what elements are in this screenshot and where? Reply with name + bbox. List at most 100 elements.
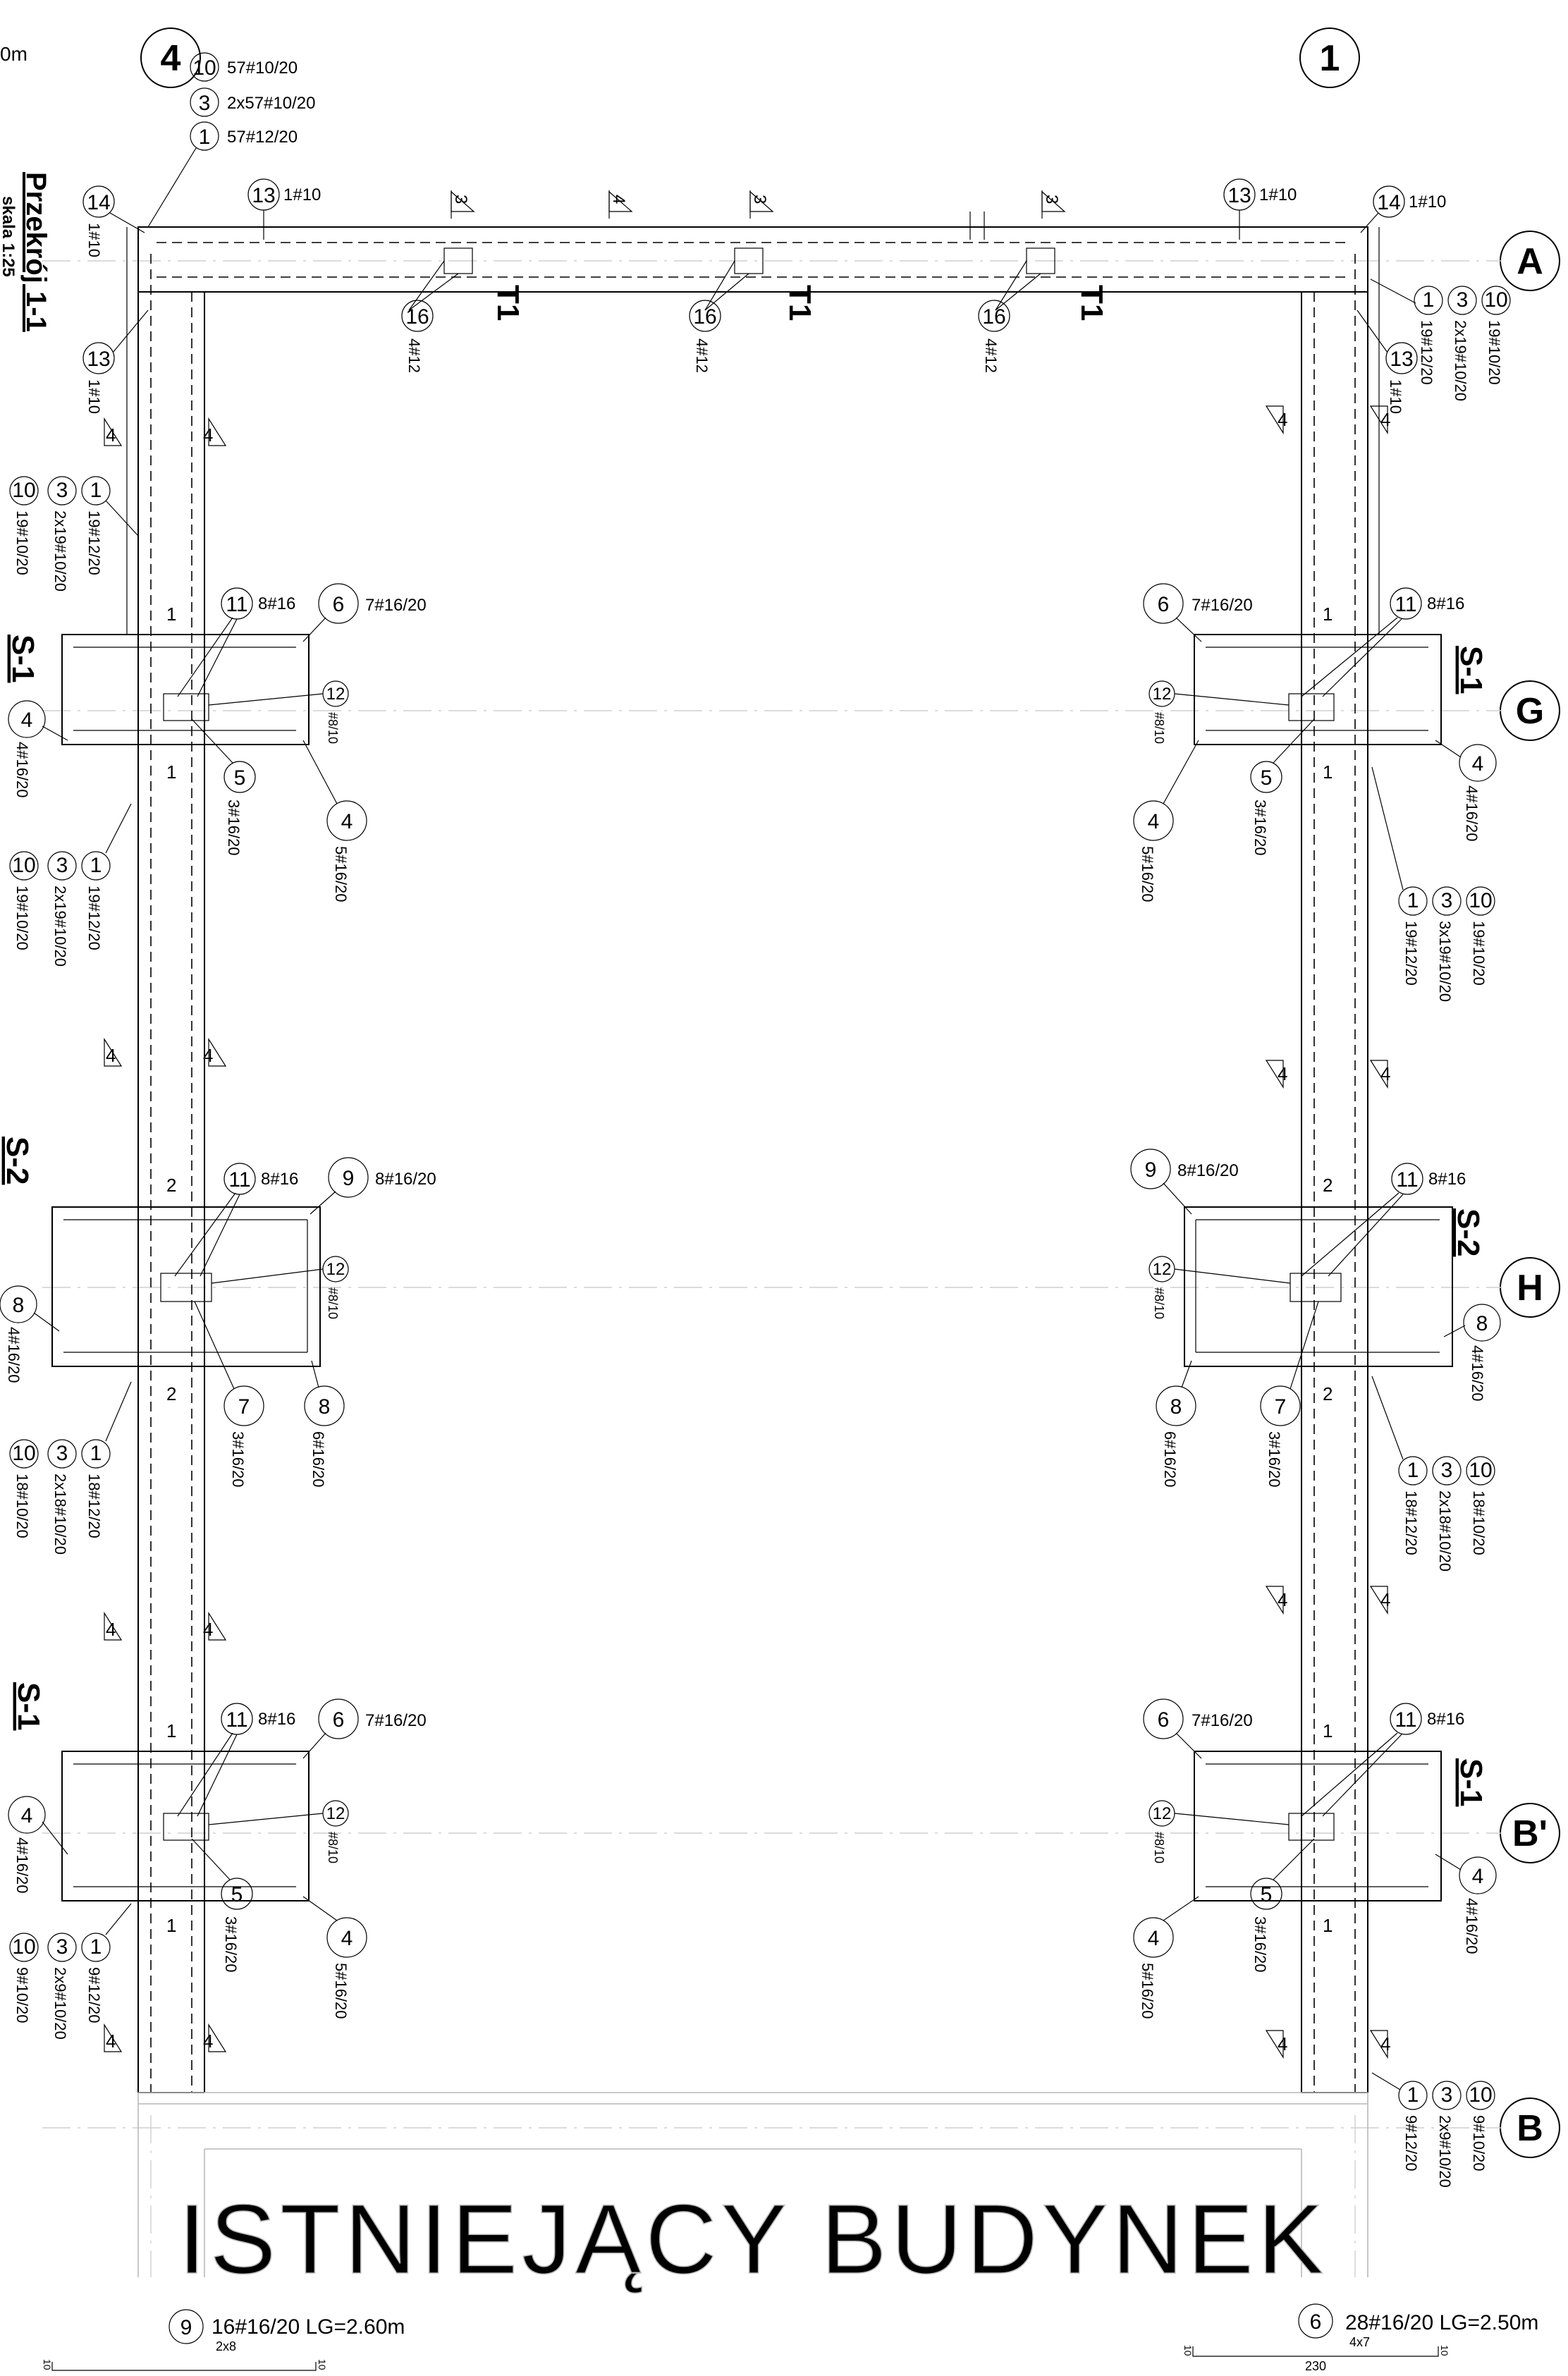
- cut-mark-label: 2: [1323, 1383, 1333, 1404]
- cut-mark-label: 3: [750, 195, 769, 204]
- callout-13-right-wall: 13 1#10: [1356, 310, 1418, 414]
- section-tag-s1: S-1: [1454, 646, 1488, 694]
- axis-marker-B: B: [1500, 2098, 1560, 2158]
- footing-s1-left-bottom-callouts: 11 8#16 6 7#16/20 12 #8/10 4 4#16/20 5 3…: [8, 1698, 427, 2019]
- axis-label: B: [1517, 2108, 1543, 2149]
- callout-number: 4: [341, 1927, 353, 1950]
- callout-text: 1#10: [85, 223, 103, 257]
- callout-number: 14: [87, 191, 110, 214]
- callout-number: 10: [1469, 2083, 1492, 2107]
- callout-text: 9#10/20: [13, 1967, 31, 2023]
- wall-right-rebar-seg4: 1 9#12/20 3 2x9#10/20 10 9#10/20: [1371, 2072, 1495, 2188]
- callout-text: 2x19#10/20: [51, 510, 69, 592]
- cut-mark-label: 4: [106, 424, 116, 446]
- callout-number: 6: [1158, 593, 1170, 616]
- callout-text: #8/10: [1152, 712, 1166, 744]
- callout-text: 19#12/20: [85, 510, 103, 575]
- callout-number: 16: [982, 305, 1005, 329]
- callout-text: 1#10: [1409, 192, 1446, 212]
- cut-mark-label: 1: [166, 1915, 176, 1936]
- callout-text: #8/10: [326, 1287, 340, 1319]
- footing-s2-right: [1184, 1206, 1453, 1367]
- wall-left-rebar-seg4: 10 9#10/20 3 2x9#10/20 1 9#12/20: [9, 1903, 132, 2040]
- axis-marker-1: 1: [1299, 27, 1360, 88]
- callout-number: 12: [1153, 685, 1172, 704]
- callout-text: 2x18#10/20: [1436, 1490, 1454, 1572]
- section-tag-s1: S-1: [1454, 1758, 1488, 1806]
- callout-number: 11: [228, 1168, 250, 1192]
- wall-right-rebar-seg1: 1 19#12/20 3 2x19#10/20 10 19#10/20: [1370, 278, 1511, 401]
- callout-text: 4#16/20: [1463, 785, 1481, 842]
- callout-number: 11: [226, 1708, 247, 1732]
- callout-text: 18#12/20: [85, 1474, 103, 1538]
- callout-text: 4#12: [693, 338, 711, 373]
- axis-label: 1: [1320, 38, 1340, 79]
- callout-text: 4#16/20: [13, 1837, 31, 1894]
- callout-text: 19#10/20: [13, 510, 31, 575]
- callout-number: 8: [319, 1395, 331, 1419]
- callout-number: 16: [693, 305, 716, 329]
- callout-text: 3#16/20: [1266, 1431, 1283, 1488]
- section-title: Przekrój 1-1: [20, 172, 51, 332]
- cut-mark-label: 4: [106, 2031, 116, 2052]
- callout-number: 10: [12, 854, 35, 877]
- cut-mark-label: 4: [1380, 1063, 1390, 1084]
- callout-text: 2x57#10/20: [227, 94, 315, 113]
- cut-mark-label: 3: [451, 195, 470, 204]
- callout-number: 7: [1275, 1395, 1287, 1419]
- cut-mark-label: 4: [1380, 2033, 1390, 2054]
- callout-number: 12: [326, 1804, 345, 1823]
- top-bar-detail-2: 16 4#12: [689, 247, 764, 373]
- cut-mark-label: 4: [1278, 409, 1287, 430]
- callout-number: 4: [1148, 1927, 1160, 1950]
- axis-label: 4: [161, 38, 181, 79]
- callout-text: 2x19#10/20: [1452, 320, 1469, 401]
- axis-marker-4: 4: [140, 27, 201, 88]
- callout-number: 6: [1310, 2310, 1322, 2334]
- cut-mark-label: 4: [1278, 1589, 1287, 1610]
- callout-number: 1: [90, 479, 102, 502]
- callout-number: 8: [1170, 1395, 1182, 1419]
- callout-number: 11: [226, 593, 247, 616]
- callout-number: 3: [56, 479, 68, 502]
- wall-left-rebar-seg3: 10 18#10/20 3 2x18#10/20 1 18#12/20: [9, 1381, 132, 1555]
- callout-text: 3x19#10/20: [1436, 921, 1454, 1002]
- callout-text: 1#10: [1259, 185, 1297, 204]
- cut-mark-label: 4: [1278, 1063, 1287, 1084]
- section-title-main: Przekrój 1-1: [20, 172, 51, 332]
- callout-14-top-right: 14 1#10: [1360, 185, 1446, 233]
- callout-number: 13: [1227, 184, 1251, 207]
- callout-text: #8/10: [326, 712, 340, 744]
- grid-axis-lines: [42, 260, 1502, 2129]
- cut-mark-label: 1: [1323, 761, 1333, 783]
- callout-number: 3: [56, 1442, 68, 1465]
- callout-number: 5: [1261, 766, 1273, 790]
- cut-mark-label: 4: [609, 195, 628, 204]
- footer-legend-right: 6 28#16/20 LG=2.50m 4x7 10 230 10: [1182, 2303, 1538, 2373]
- cut-mark-label: 4: [106, 1045, 116, 1066]
- callout-number: 5: [234, 766, 246, 790]
- callout-number: 10: [1469, 889, 1492, 912]
- callout-text: 28#16/20 LG=2.50m: [1345, 2311, 1538, 2334]
- callout-number: 10: [12, 479, 35, 502]
- cut-mark-label: 1: [1323, 1915, 1333, 1936]
- section-tag-s1: S-1: [6, 635, 40, 682]
- callout-text: 6#16/20: [310, 1431, 327, 1488]
- callout-number: 4: [21, 1804, 33, 1827]
- callout-14-top-left: 14 1#10: [82, 185, 145, 257]
- callout-text: 7#16/20: [1192, 596, 1253, 615]
- callout-number: 11: [1396, 1168, 1418, 1192]
- footing-s1-left-top-callouts: 11 8#16 6 7#16/20 12 #8/10 4 4#16/20 5 3…: [8, 583, 427, 902]
- dimension-label: 10: [317, 2359, 328, 2370]
- callout-text: 9#12/20: [85, 1967, 103, 2023]
- callout-text: 8#16: [258, 594, 295, 613]
- callout-number: 3: [56, 1935, 68, 1959]
- callout-number: 4: [1472, 1865, 1484, 1888]
- cut-mark-label: 4: [203, 1045, 213, 1066]
- callout-13-top-right: 13 1#10: [1223, 178, 1297, 240]
- callout-text: 8#16/20: [375, 1170, 436, 1189]
- callout-text: 1#10: [1387, 379, 1404, 414]
- callout-number: 6: [1158, 1708, 1170, 1732]
- callout-text: 18#12/20: [1402, 1490, 1420, 1555]
- cut-mark-label: 4: [106, 1619, 116, 1640]
